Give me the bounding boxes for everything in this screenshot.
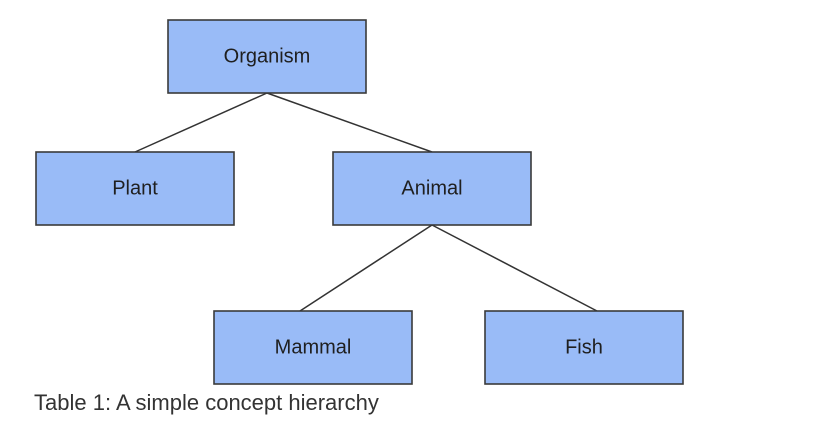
edge-organism-animal — [266, 92, 433, 153]
node-mammal-box — [213, 310, 413, 385]
node-plant: Plant — [35, 151, 235, 226]
node-animal: Animal — [332, 151, 532, 226]
edge-animal-mammal — [299, 224, 433, 312]
edge-organism-plant — [134, 92, 268, 153]
node-organism-label: Organism — [224, 46, 311, 68]
node-mammal-label: Mammal — [275, 337, 352, 359]
node-organism: Organism — [167, 19, 367, 94]
node-animal-label: Animal — [401, 178, 462, 200]
node-fish-label: Fish — [565, 337, 603, 359]
node-mammal: Mammal — [213, 310, 413, 385]
node-animal-box — [332, 151, 532, 226]
node-plant-box — [35, 151, 235, 226]
node-organism-box — [167, 19, 367, 94]
node-fish-box — [484, 310, 684, 385]
edge-animal-fish — [431, 224, 598, 312]
figure-caption: Table 1: A simple concept hierarchy — [34, 390, 379, 415]
node-plant-label: Plant — [112, 178, 158, 200]
node-fish: Fish — [484, 310, 684, 385]
